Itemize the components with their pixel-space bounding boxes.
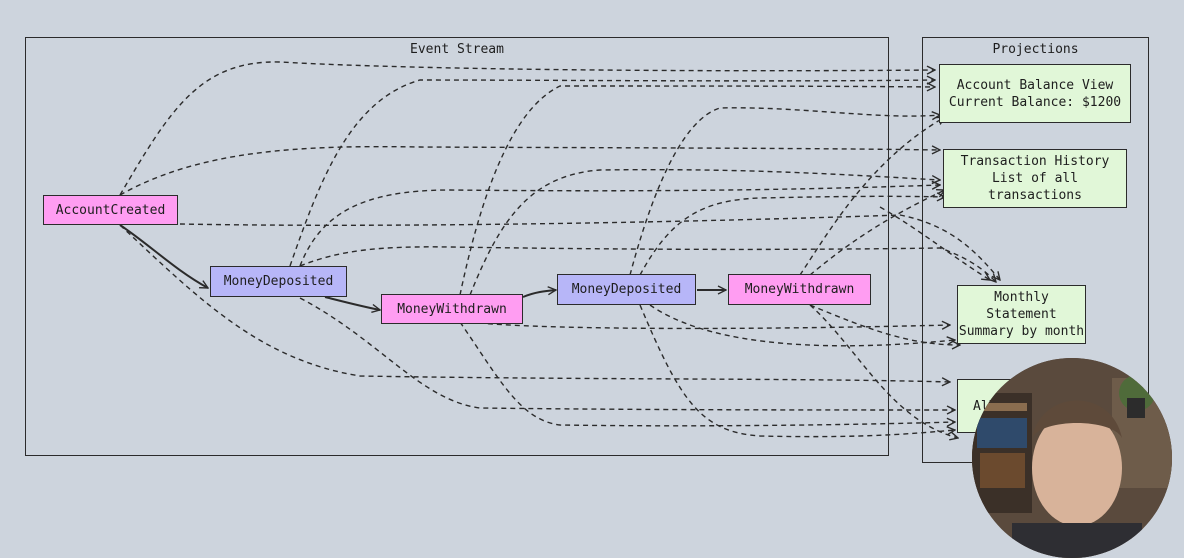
sequence-arrows xyxy=(119,224,726,310)
event-stream-frame: Event Stream xyxy=(25,37,889,456)
projection-account-balance-detail: Current Balance: $1200 xyxy=(948,94,1122,110)
projection-transaction-history[interactable]: Transaction History List of all transact… xyxy=(943,149,1127,208)
event-money-deposited-2[interactable]: MoneyDeposited xyxy=(557,274,696,305)
projection-monthly-statement-title: Monthly Statement xyxy=(986,290,1057,322)
projection-transaction-history-title: Transaction History xyxy=(960,154,1110,169)
webcam-image xyxy=(972,358,1172,558)
event-money-withdrawn-2[interactable]: MoneyWithdrawn xyxy=(728,274,871,305)
projection-arrows xyxy=(119,61,1000,438)
projection-account-balance-title: Account Balance View xyxy=(956,77,1114,93)
event-account-created[interactable]: AccountCreated xyxy=(43,195,178,225)
event-money-withdrawn-1[interactable]: MoneyWithdrawn xyxy=(381,294,523,324)
projection-transaction-history-detail: List of all transactions xyxy=(988,171,1082,203)
projections-title: Projections xyxy=(992,42,1079,57)
projection-monthly-statement[interactable]: Monthly Statement Summary by month xyxy=(957,285,1086,344)
projection-account-balance[interactable]: Account Balance View Current Balance: $1… xyxy=(939,64,1131,123)
event-stream-title: Event Stream xyxy=(410,42,504,57)
connector-arrows xyxy=(119,61,1184,470)
event-money-deposited-1[interactable]: MoneyDeposited xyxy=(210,266,347,297)
webcam-overlay xyxy=(972,358,1172,558)
projection-monthly-statement-detail: Summary by month xyxy=(958,324,1085,339)
